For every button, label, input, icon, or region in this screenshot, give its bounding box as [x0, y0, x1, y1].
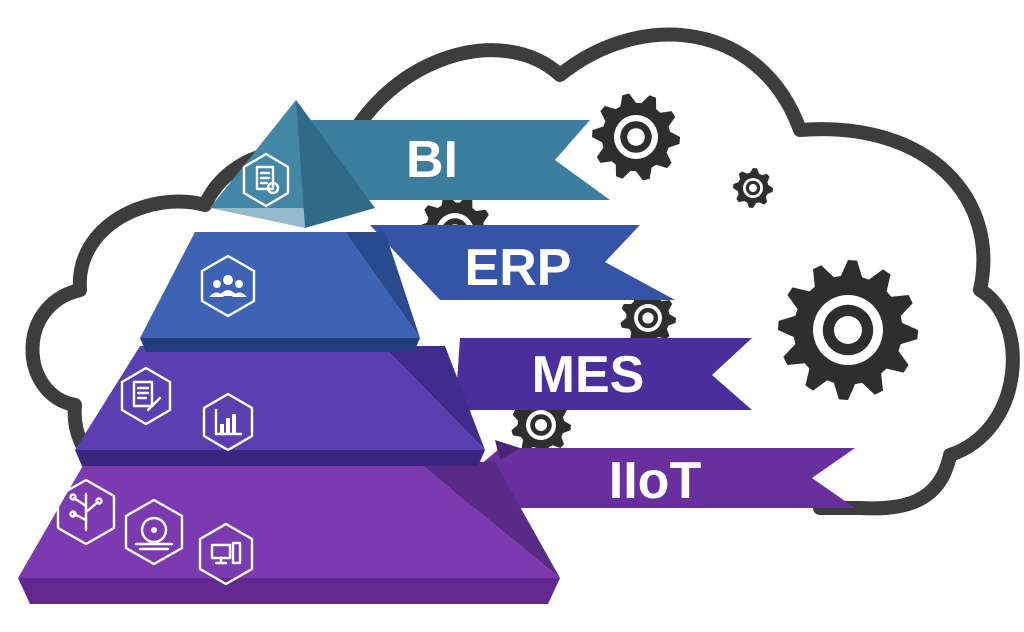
bar-chart-icon	[202, 392, 254, 452]
gear-icon-top-center	[627, 128, 645, 146]
saw-icon	[124, 498, 184, 566]
gear-icon-large-center	[834, 316, 862, 344]
circuit-icon	[56, 478, 116, 546]
iiot-bottom-face	[18, 578, 560, 604]
gear-icon-large	[778, 260, 918, 400]
cloud-outline	[25, 27, 1020, 516]
erp-front-face	[140, 232, 420, 338]
iiot-banner	[430, 448, 855, 508]
mes-front-face	[75, 346, 485, 450]
pyramid: IIoT MES ERP BI	[18, 100, 855, 604]
erp-label: ERP	[465, 239, 572, 297]
mes-label: MES	[532, 346, 645, 404]
mes-side-face	[383, 346, 485, 450]
gear-icon-top	[592, 93, 680, 181]
layer-erp: ERP	[140, 225, 675, 352]
gear-icon-bottom	[511, 395, 571, 455]
gear-icon-bottom-center	[535, 419, 547, 431]
iiot-label: IIoT	[609, 452, 702, 510]
bi-banner	[310, 120, 610, 200]
gear-icon-small-center	[749, 184, 757, 192]
bi-left-face	[210, 100, 305, 228]
mes-banner	[455, 338, 752, 410]
erp-banner	[370, 225, 675, 300]
report-icon	[242, 152, 290, 208]
users-icon	[200, 254, 256, 318]
gear-icon-small	[733, 168, 773, 208]
erp-side-face	[345, 232, 420, 338]
gear-icon-low	[620, 290, 676, 346]
mes-bottom-face	[75, 450, 485, 466]
bi-side-face	[296, 100, 375, 228]
erp-bottom-face	[140, 338, 420, 352]
gear-icon-low-center	[642, 312, 654, 324]
computer-icon	[198, 522, 254, 586]
bi-label: BI	[406, 131, 458, 189]
iiot-side-face	[418, 462, 560, 578]
icons-group	[56, 152, 290, 586]
iiot-banner-tail	[495, 440, 520, 460]
layer-mes: MES	[75, 338, 752, 466]
document-icon	[120, 366, 172, 426]
layer-bi: BI	[210, 100, 610, 228]
